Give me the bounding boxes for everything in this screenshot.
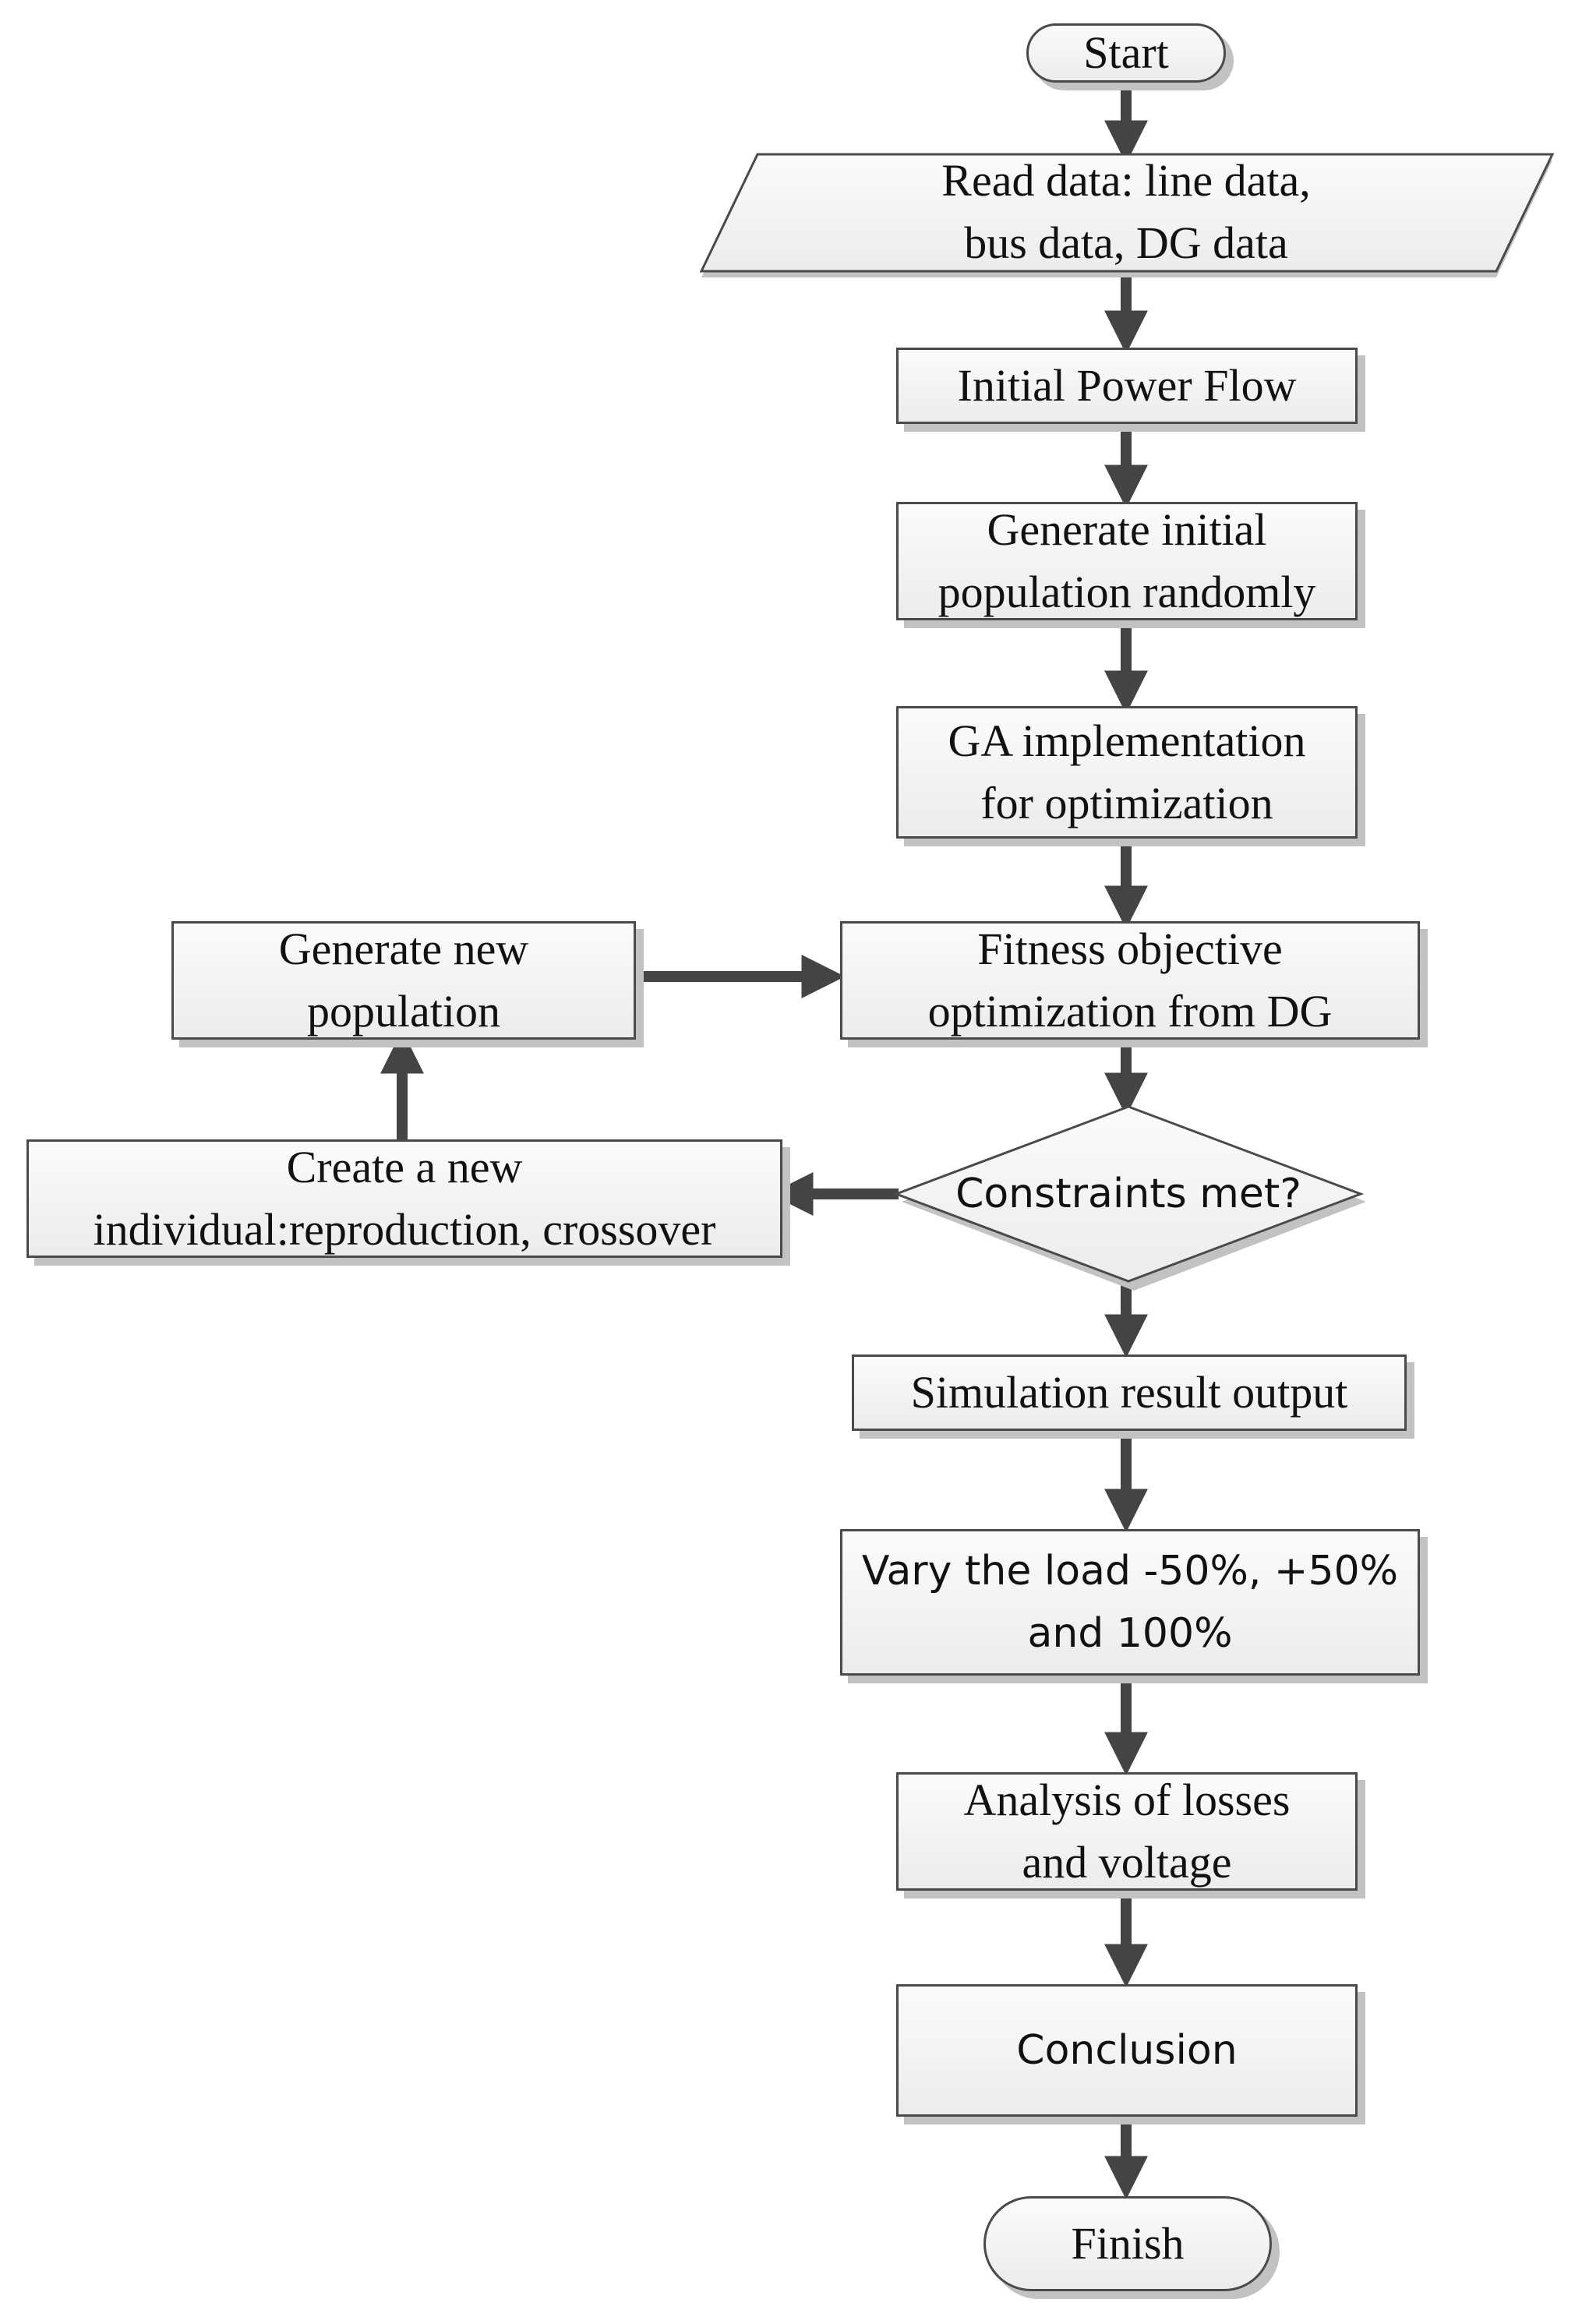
vary-load-label: Vary the load -50%, +50% and 100% (861, 1548, 1399, 1657)
read-data-parallelogram (699, 153, 1555, 277)
finish-terminator: Finish (983, 2196, 1272, 2291)
conclusion-box: Conclusion (896, 1984, 1358, 2117)
constraints-met-label: Constraints met? (955, 1171, 1301, 1217)
generate-new-population-box: Generate new population (171, 921, 636, 1040)
simulation-output-label: Simulation result output (910, 1367, 1348, 1418)
create-new-individual-box: Create a new individual:reproduction, cr… (26, 1139, 782, 1258)
start-label: Start (1083, 27, 1169, 78)
fitness-objective-box: Fitness objective optimization from DG (840, 921, 1420, 1040)
generate-initial-population-label: Generate initial population randomly (938, 504, 1316, 617)
start-terminator: Start (1026, 23, 1226, 83)
ga-implementation-box: GA implementation for optimization (896, 706, 1358, 839)
analysis-label: Analysis of losses and voltage (963, 1775, 1291, 1888)
fitness-objective-label: Fitness objective optimization from DG (927, 924, 1333, 1037)
finish-label: Finish (1071, 2218, 1185, 2269)
generate-initial-population-box: Generate initial population randomly (896, 502, 1358, 620)
simulation-output-box: Simulation result output (852, 1354, 1407, 1431)
generate-new-population-label: Generate new population (278, 924, 529, 1037)
constraints-decision-diamond (892, 1105, 1366, 1291)
initial-power-flow-box: Initial Power Flow (896, 348, 1358, 424)
create-new-individual-label: Create a new individual:reproduction, cr… (93, 1142, 716, 1255)
read-data-label: Read data: line data, bus data, DG data (941, 155, 1311, 268)
initial-power-flow-label: Initial Power Flow (957, 360, 1297, 411)
ga-implementation-label: GA implementation for optimization (948, 715, 1306, 828)
analysis-box: Analysis of losses and voltage (896, 1772, 1358, 1891)
vary-load-box: Vary the load -50%, +50% and 100% (840, 1529, 1420, 1676)
conclusion-label: Conclusion (1016, 2027, 1238, 2074)
